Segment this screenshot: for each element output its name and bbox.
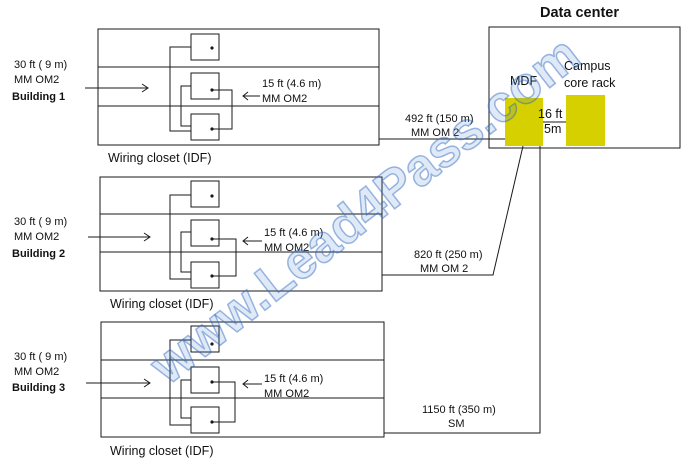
uplink-length: 820 ft (250 m) (414, 249, 482, 261)
switch-unit (190, 261, 220, 289)
building-name: Building 2 (12, 248, 65, 260)
closet-label: Wiring closet (IDF) (108, 151, 211, 165)
horizontal-media: MM OM2 (14, 74, 59, 86)
patch-cable-outer (169, 194, 191, 280)
data-center-box (488, 26, 681, 149)
building-3: 30 ft ( 9 m) MM OM2 Building 3 15 ft (4.… (12, 321, 496, 458)
building-name: Building 1 (12, 91, 65, 103)
uplink-length: 1150 ft (350 m) (422, 404, 496, 416)
arrow-head-icon (242, 91, 249, 101)
building-1: 30 ft ( 9 m) MM OM2 Building 1 15 ft (4.… (12, 28, 473, 165)
building-name: Building 3 (12, 382, 65, 394)
switch-unit (190, 180, 220, 208)
idf-box (97, 28, 380, 146)
arrow-head-icon (141, 83, 149, 93)
horizontal-media: MM OM2 (14, 231, 59, 243)
patch-cable-outer (169, 339, 191, 426)
idf-box (99, 176, 383, 292)
closet-label: Wiring closet (IDF) (110, 444, 213, 458)
building-2: 30 ft ( 9 m) MM OM2 Building 2 15 ft (4.… (12, 176, 482, 311)
data-center-title: Data center (540, 5, 619, 21)
arrow-head-icon (143, 232, 151, 242)
port-dot (210, 194, 214, 198)
horizontal-media: MM OM2 (14, 366, 59, 378)
switch-unit (190, 33, 220, 61)
arrow-head-icon (242, 236, 249, 246)
switch-unit (190, 406, 220, 434)
mdf-rack (505, 98, 543, 146)
patch-cable-right (212, 381, 236, 423)
patch-media: MM OM2 (264, 242, 309, 254)
uplink-media: MM OM 2 (420, 263, 468, 275)
patch-media: MM OM2 (264, 388, 309, 400)
patch-length: 15 ft (4.6 m) (264, 373, 323, 385)
uplink-building-2 (382, 145, 524, 276)
horizontal-length: 30 ft ( 9 m) (14, 59, 67, 71)
idf-box (100, 321, 385, 438)
patch-cable-inner (180, 231, 191, 273)
port-dot (210, 46, 214, 50)
switch-unit (190, 72, 220, 100)
uplink-media: SM (448, 418, 465, 430)
arrow-head-icon (242, 379, 249, 389)
patch-length: 15 ft (4.6 m) (264, 227, 323, 239)
arrow-head-icon (143, 378, 151, 388)
uplink-media: MM OM 2 (411, 127, 459, 139)
switch-unit (190, 113, 220, 141)
switch-unit (190, 219, 220, 247)
patch-media: MM OM2 (262, 93, 307, 105)
port-dot (210, 342, 214, 346)
patch-cable-outer (169, 46, 191, 132)
patch-cable-inner (180, 85, 191, 127)
patch-cable-right (212, 238, 237, 277)
campus-label: Campus (564, 59, 611, 73)
campus-core-rack (566, 95, 605, 146)
core-rack-label: core rack (564, 76, 616, 90)
horizontal-length: 30 ft ( 9 m) (14, 216, 67, 228)
link-length-ft: 16 ft (538, 107, 563, 121)
patch-cable-right (212, 89, 233, 130)
mdf-label: MDF (510, 74, 537, 88)
uplink-building-3 (384, 146, 541, 434)
closet-label: Wiring closet (IDF) (110, 297, 213, 311)
switch-unit (190, 325, 220, 353)
patch-cable-inner (180, 379, 191, 419)
uplink-length: 492 ft (150 m) (405, 113, 473, 125)
data-center: Data center MDF Campus core rack 16 ft 5… (488, 5, 681, 149)
uplink-cables (379, 138, 541, 434)
horizontal-length: 30 ft ( 9 m) (14, 351, 67, 363)
link-length-m: 5m (544, 122, 561, 136)
patch-length: 15 ft (4.6 m) (262, 78, 321, 90)
